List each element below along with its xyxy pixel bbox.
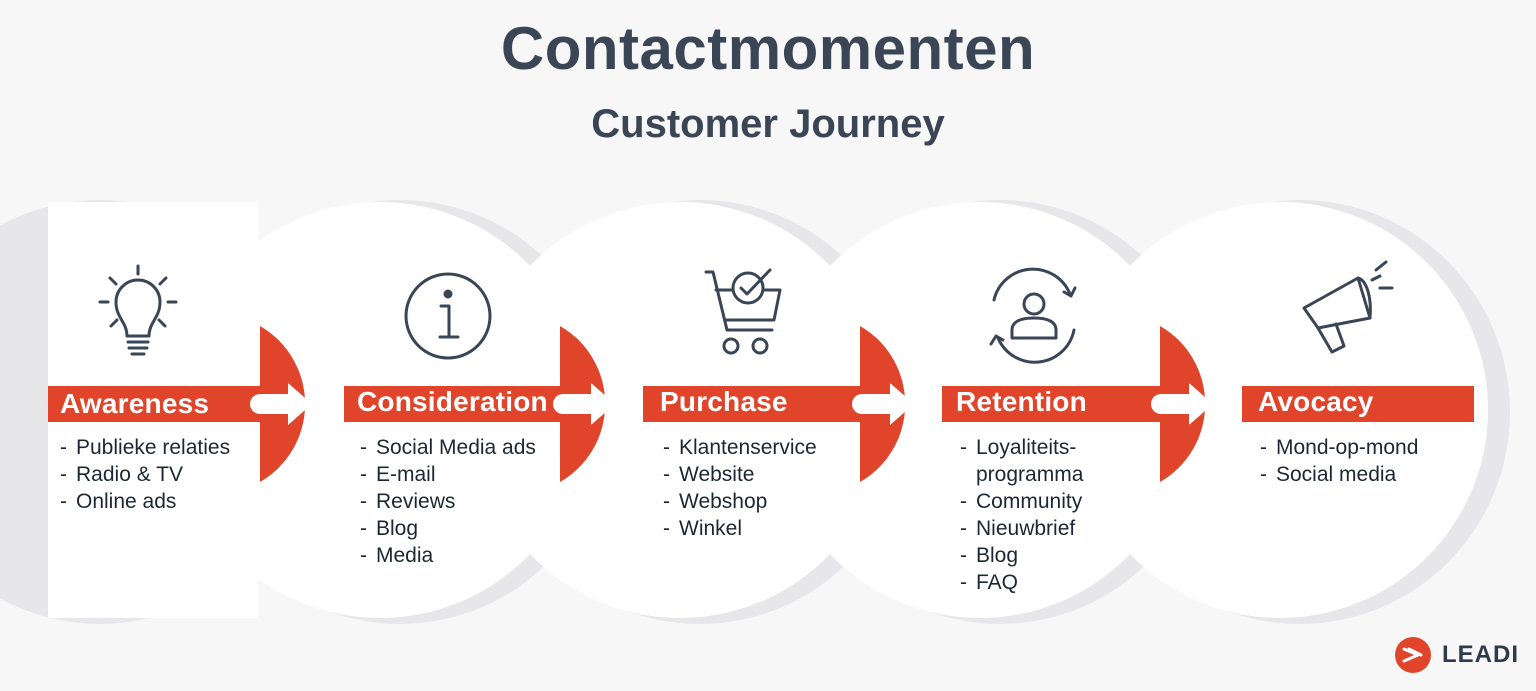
list-item: Community (960, 488, 1083, 515)
list-item: Blog (360, 515, 536, 542)
stage-arrows (250, 383, 1213, 425)
arrow-right-icon (852, 383, 914, 425)
list-item: Website (663, 461, 817, 488)
list-item: Publieke relaties (60, 434, 230, 461)
banner-purchase (643, 386, 893, 422)
banner-avocacy (1242, 386, 1474, 422)
lightbulb-icon (98, 264, 178, 356)
list-item: FAQ (960, 569, 1083, 596)
list-item: Loyaliteits- (960, 434, 1083, 461)
stage-label-retention: Retention (956, 386, 1087, 417)
info-icon (404, 272, 492, 360)
stage-items-awareness: Publieke relaties Radio & TV Online ads (60, 434, 230, 515)
stage-items-avocacy: Mond-op-mond Social media (1260, 434, 1418, 488)
logo-text: LEADI (1442, 641, 1519, 668)
list-item: Blog (960, 542, 1083, 569)
stage-label-consideration: Consideration (357, 386, 548, 417)
banner-retention (942, 386, 1192, 422)
list-item: Nieuwbrief (960, 515, 1083, 542)
list-item: Media (360, 542, 536, 569)
stage-items-retention: Loyaliteits- programma Community Nieuwbr… (960, 434, 1083, 596)
arrow-right-icon (553, 383, 615, 425)
arrow-right-icon (1151, 383, 1213, 425)
shopping-cart-check-icon (704, 268, 782, 355)
user-cycle-icon (989, 267, 1077, 364)
page-title: Contactmomenten (500, 15, 1036, 82)
list-item: Mond-op-mond (1260, 434, 1418, 461)
megaphone-icon (1302, 260, 1394, 354)
stage-items-purchase: Klantenservice Website Webshop Winkel (663, 434, 817, 542)
list-item: Klantenservice (663, 434, 817, 461)
leadi-logo-icon (1395, 637, 1431, 673)
stage-label-avocacy: Avocacy (1258, 386, 1374, 417)
arrow-right-icon (250, 383, 312, 425)
list-item: Webshop (663, 488, 817, 515)
page-subtitle: Customer Journey (591, 102, 945, 146)
stage-items-consideration: Social Media ads E-mail Reviews Blog Med… (360, 434, 536, 569)
list-item: Winkel (663, 515, 817, 542)
stage-label-purchase: Purchase (660, 386, 788, 417)
list-item-continuation: programma (976, 463, 1084, 486)
stage-label-awareness: Awareness (60, 388, 210, 419)
list-item: Social media (1260, 461, 1418, 488)
list-item: Reviews (360, 488, 536, 515)
list-item: E-mail (360, 461, 536, 488)
list-item: Social Media ads (360, 434, 536, 461)
list-item: Online ads (60, 488, 230, 515)
list-item: Radio & TV (60, 461, 230, 488)
leadi-logo: LEADI (1394, 636, 1519, 674)
banner-consideration (344, 386, 594, 422)
